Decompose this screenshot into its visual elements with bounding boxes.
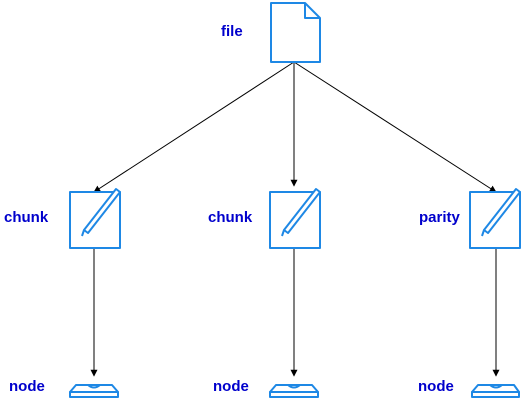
storage-node-icon[interactable] [471, 384, 520, 398]
edge-file-to-parity [293, 61, 497, 193]
edge-file-to-chunk-1 [93, 61, 295, 193]
pencil-note-icon[interactable] [469, 188, 521, 249]
storage-node-icon[interactable] [69, 384, 119, 398]
edges-file-to-shards [93, 61, 497, 193]
storage-node-icon[interactable] [269, 384, 319, 398]
node-label-2: node [213, 378, 249, 395]
pencil-note-icon[interactable] [69, 188, 121, 249]
pencil-note-icon[interactable] [269, 188, 321, 249]
edges-shards-to-nodes [90, 248, 500, 377]
shard-label-parity: parity [419, 209, 460, 226]
file-label: file [221, 23, 243, 40]
document-icon[interactable] [270, 2, 321, 63]
node-label-1: node [9, 378, 45, 395]
shard-label-chunk-1: chunk [4, 209, 49, 226]
shard-label-chunk-2: chunk [208, 209, 253, 226]
node-label-3: node [418, 378, 454, 395]
